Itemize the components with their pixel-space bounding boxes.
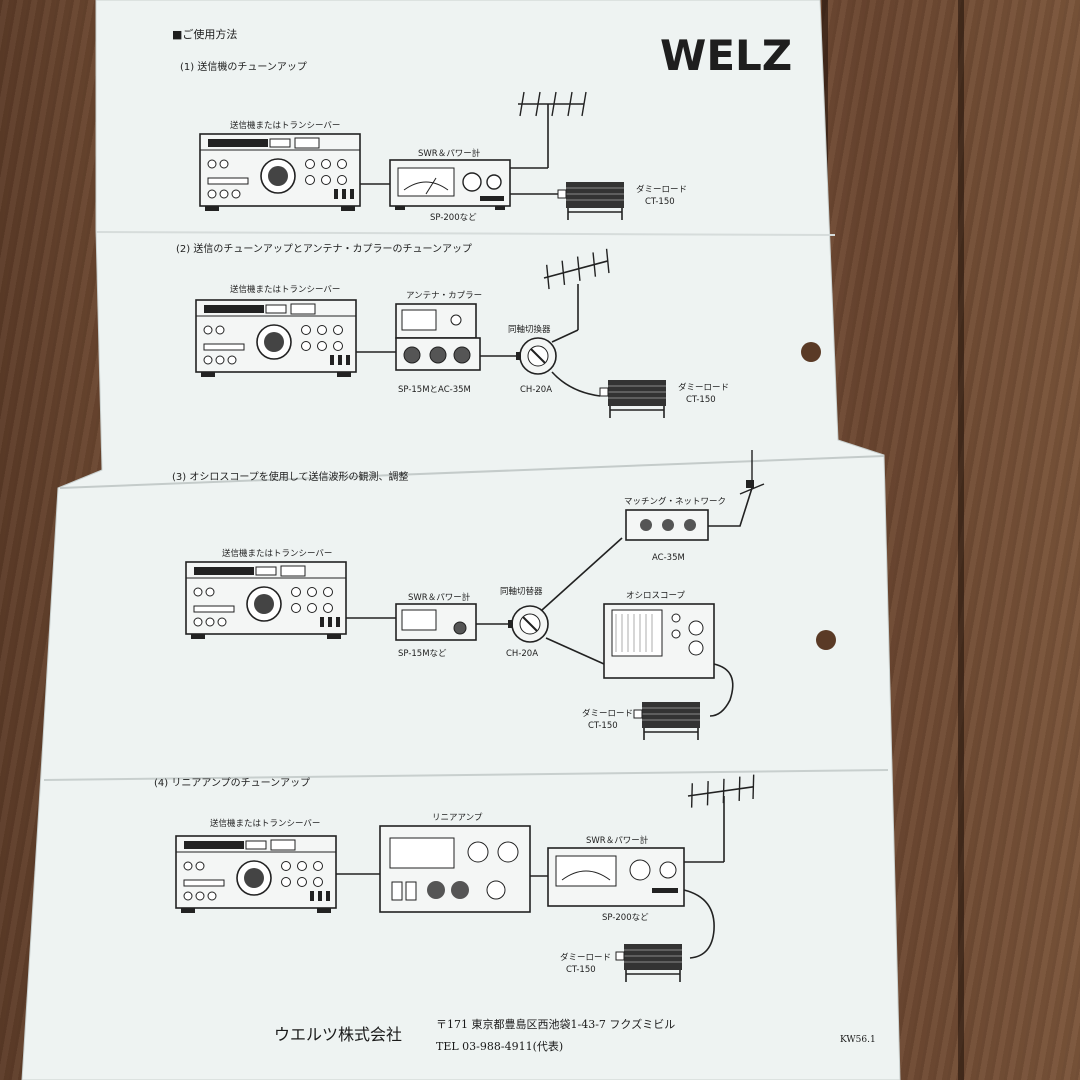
label-swr-meter: SWR＆パワー計 [408, 592, 471, 603]
label-coax-switch: 同軸切替器 [500, 586, 543, 597]
section-2-title: (2) 送信のチューンアップとアンテナ・カプラーのチューンアップ [176, 242, 472, 255]
label-transceiver: 送信機またはトランシーバー [210, 818, 320, 829]
label-ct150: CT-150 [645, 197, 675, 207]
label-dummy-load: ダミーロード [636, 184, 687, 195]
label-dummy-load: ダミーロード [560, 952, 611, 963]
footer-code: KW56.1 [840, 1035, 876, 1045]
header-title: ■ご使用方法 [172, 27, 237, 41]
label-ch20a: CH-20A [520, 385, 552, 395]
punch-hole [816, 630, 836, 650]
label-transceiver: 送信機またはトランシーバー [230, 284, 340, 295]
section-3-title: (3) オシロスコープを使用して送信波形の観測、調整 [172, 470, 408, 483]
label-antenna-coupler: アンテナ・カプラー [406, 291, 482, 301]
label-matching-network: マッチング・ネットワーク [624, 496, 726, 507]
label-ct150: CT-150 [686, 395, 716, 405]
footer-address: 〒171 東京都豊島区西池袋1-43-7 フクズミビル [436, 1017, 675, 1031]
punch-hole [801, 342, 821, 362]
wood-seam [958, 0, 964, 1080]
label-ac35m: AC-35M [652, 553, 685, 563]
label-transceiver: 送信機またはトランシーバー [222, 548, 332, 559]
label-transceiver: 送信機またはトランシーバー [230, 120, 340, 131]
label-swr-meter: SWR＆パワー計 [418, 148, 481, 159]
label-sp200: SP-200など [602, 913, 649, 923]
label-dummy-load: ダミーロード [678, 382, 729, 393]
footer-tel: TEL 03-988-4911(代表) [436, 1039, 563, 1053]
label-linear-amp: リニアアンプ [432, 813, 483, 823]
label-ct150: CT-150 [566, 965, 596, 975]
section-1-title: (1) 送信機のチューンアップ [180, 60, 307, 73]
label-sp15m-etc: SP-15Mなど [398, 649, 447, 659]
label-oscilloscope: オシロスコープ [626, 591, 685, 601]
section-4-title: (4) リニアアンプのチューンアップ [154, 777, 310, 789]
paper-sheet [21, 0, 901, 1080]
watermark-text: WELZ [660, 31, 792, 80]
label-dummy-load: ダミーロード [582, 708, 633, 719]
label-sp200: SP-200など [430, 213, 477, 223]
label-ch20a: CH-20A [506, 649, 538, 659]
label-sp15m-ac35m: SP-15MとAC-35M [398, 385, 471, 395]
label-ct150: CT-150 [588, 721, 618, 731]
footer-company: ウエルツ株式会社 [274, 1025, 402, 1044]
label-swr-meter: SWR＆パワー計 [586, 835, 649, 846]
label-coax-switch: 同軸切換器 [508, 324, 551, 335]
